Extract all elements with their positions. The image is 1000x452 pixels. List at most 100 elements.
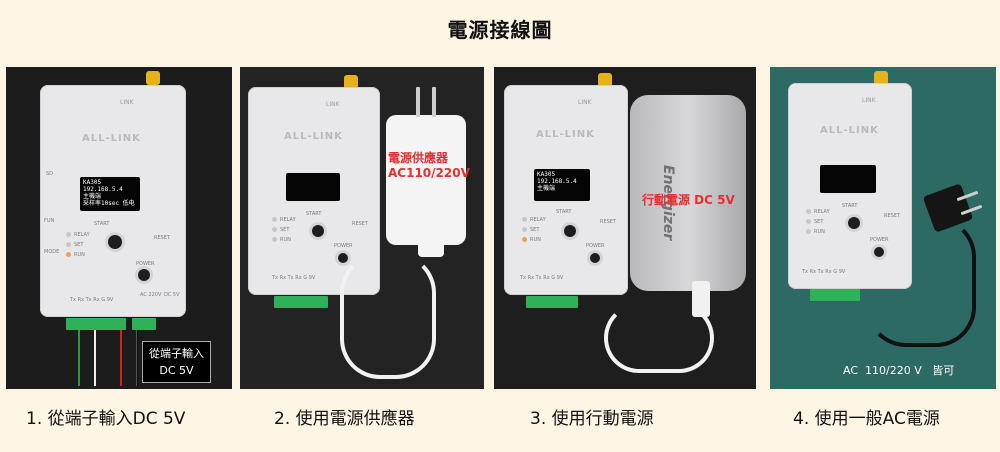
led-run: [806, 229, 811, 234]
caption-power-bank: 3. 使用行動電源: [530, 409, 654, 429]
label-power: POWER: [586, 243, 605, 249]
oled-screen: [286, 173, 340, 201]
caption-power-adapter: 2. 使用電源供應器: [274, 409, 415, 429]
label-reset: RESET: [884, 213, 901, 219]
label-start: START: [556, 209, 572, 215]
label-run: RUN: [280, 237, 291, 243]
label-reset: RESET: [154, 235, 171, 241]
start-button[interactable]: [564, 225, 576, 237]
label-ac: AC 220V: [140, 292, 162, 298]
power-button[interactable]: [590, 253, 600, 263]
label-relay: RELAY: [530, 217, 546, 223]
led-run: [522, 237, 527, 242]
adapter-prong: [416, 87, 420, 117]
power-bank: Energizer: [630, 95, 746, 291]
page-title: 電源接線圖: [447, 18, 553, 42]
led-set: [522, 227, 527, 232]
caption-terminal-input: 1. 從端子輸入DC 5V: [26, 409, 186, 429]
label-pins: Tx Rx Tx Rx G 9V: [802, 269, 846, 275]
adapter-label-line: AC110/220V: [388, 166, 470, 180]
device-brand: ALL-LINK: [284, 131, 343, 142]
led-relay: [272, 217, 277, 222]
signal-terminal: [274, 296, 328, 308]
device-brand: ALL-LINK: [536, 129, 595, 140]
screen-line: 采样率10sec 低电: [83, 200, 135, 207]
ac-power-label: AC 110/220 V 皆可: [843, 364, 955, 377]
signal-terminal: [66, 318, 126, 330]
screen-line: 主機端: [83, 193, 102, 200]
terminal-input-label: 從端子輸入 DC 5V: [142, 341, 211, 383]
led-run: [66, 252, 71, 257]
device-brand: ALL-LINK: [82, 133, 141, 144]
photo-power-bank: LINK ALL-LINK KA305 192.168.5.4 主機端 STAR…: [494, 67, 756, 389]
photo-ac-power: LINK ALL-LINK START RESET RELAY SET RUN …: [770, 67, 996, 389]
wire-red: [120, 330, 122, 386]
label-relay: RELAY: [74, 232, 90, 238]
logo: LINK: [578, 99, 592, 106]
power-cord: [866, 217, 976, 347]
usb-cable: [604, 303, 714, 373]
photo-power-adapter: LINK ALL-LINK START RESET RELAY SET RUN …: [240, 67, 484, 389]
label-reset: RESET: [352, 221, 369, 227]
label-set: SET: [74, 242, 84, 248]
logo: LINK: [862, 97, 876, 104]
led-relay: [522, 217, 527, 222]
usb-plug: [418, 217, 444, 257]
led-relay: [66, 232, 71, 237]
label-start: START: [94, 221, 110, 227]
power-button[interactable]: [338, 253, 348, 263]
power-bank-label: 行動電源 DC 5V: [642, 193, 735, 207]
oled-screen: KA305 192.168.5.4 主機端: [534, 169, 590, 201]
label-set: SET: [530, 227, 540, 233]
label-set: SET: [280, 227, 290, 233]
start-button[interactable]: [312, 225, 324, 237]
led-set: [272, 227, 277, 232]
start-button[interactable]: [848, 217, 860, 229]
label-run: RUN: [530, 237, 541, 243]
power-button[interactable]: [138, 269, 150, 281]
screen-line: KA305: [83, 179, 102, 186]
label-run: RUN: [74, 252, 85, 258]
led-set: [806, 219, 811, 224]
label-set: SET: [814, 219, 824, 225]
power-terminal: [132, 318, 156, 330]
label-start: START: [306, 211, 322, 217]
logo: LINK: [120, 99, 134, 106]
label-dc: DC 5V: [164, 292, 180, 298]
led-set: [66, 242, 71, 247]
antenna: [344, 75, 358, 89]
led-run: [272, 237, 277, 242]
start-button[interactable]: [108, 235, 122, 249]
label-power: POWER: [334, 243, 353, 249]
adapter-prong: [432, 87, 436, 117]
wire-black: [136, 330, 138, 386]
label-relay: RELAY: [280, 217, 296, 223]
adapter-label-line: 電源供應器: [388, 151, 449, 165]
antenna: [874, 71, 888, 85]
wire-white: [94, 330, 96, 386]
signal-terminal: [810, 289, 860, 301]
terminal-input-label-line: DC 5V: [159, 364, 194, 377]
signal-terminal: [526, 296, 578, 308]
label-relay: RELAY: [814, 209, 830, 215]
label-fun: FUN: [44, 218, 55, 224]
terminal-input-label-line: 從端子輸入: [149, 347, 204, 360]
device-body: LINK ALL-LINK KA305 192.168.5.4 主機端 STAR…: [504, 85, 628, 295]
photo-terminal-input: LINK ALL-LINK SD KA305 192.168.5.4 主機端 采…: [6, 67, 232, 389]
screen-line: 主機端: [537, 185, 556, 192]
logo: LINK: [326, 101, 340, 108]
usb-cable: [340, 253, 436, 379]
label-mode: MODE: [44, 249, 60, 255]
label-pins: Tx Rx Tx Rx G 9V: [70, 297, 114, 303]
device-brand: ALL-LINK: [820, 125, 879, 136]
antenna: [146, 71, 160, 85]
antenna: [598, 73, 612, 87]
screen-line: 192.168.5.4: [83, 186, 123, 193]
oled-screen: KA305 192.168.5.4 主機端 采样率10sec 低电: [80, 177, 140, 211]
device-body: LINK ALL-LINK SD KA305 192.168.5.4 主機端 采…: [40, 85, 186, 317]
label-reset: RESET: [600, 219, 617, 225]
caption-ac-power: 4. 使用一般AC電源: [793, 409, 940, 429]
label-start: START: [842, 203, 858, 209]
label-run: RUN: [814, 229, 825, 235]
label-pins: Tx Rx Tx Rx G 9V: [520, 275, 564, 281]
